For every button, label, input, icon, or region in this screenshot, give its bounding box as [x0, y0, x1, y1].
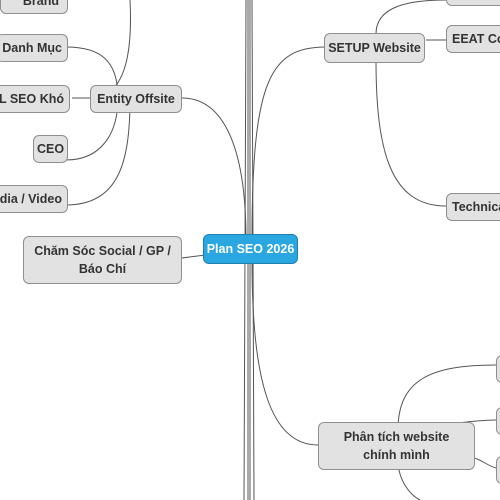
media-video-label: Media / Video	[0, 192, 62, 206]
url-seo-kho-node[interactable]: URL SEO Khó	[0, 85, 70, 113]
analysis-child-1-node[interactable]	[496, 355, 500, 383]
danh-muc-node[interactable]: Danh Mục	[0, 34, 68, 62]
social-gp-press-label: Chăm Sóc Social / GP / Báo Chí	[34, 244, 171, 276]
entity-offsite-node[interactable]: Entity Offsite	[90, 85, 182, 113]
ceo-label: CEO	[36, 142, 65, 156]
media-video-node[interactable]: Media / Video	[0, 185, 68, 213]
social-gp-press-node[interactable]: Chăm Sóc Social / GP / Báo Chí	[23, 236, 182, 284]
url-seo-kho-label: URL SEO Khó	[0, 92, 64, 106]
technical-label: Technica	[452, 200, 500, 214]
ceo-node[interactable]: CEO	[33, 135, 68, 163]
brand-label: Brand	[22, 0, 59, 8]
root-node[interactable]: Plan SEO 2026	[203, 234, 298, 264]
eeat-node[interactable]: EEAT Co	[446, 25, 500, 53]
analysis-child-3-node[interactable]	[496, 456, 500, 484]
brand-node[interactable]: Brand	[0, 0, 68, 14]
analysis-child-2-node[interactable]	[496, 407, 500, 435]
own-website-analysis-label: Phân tích website chính mình	[343, 430, 450, 462]
danh-muc-label: Danh Mục	[2, 41, 62, 55]
root-node-label: Plan SEO 2026	[206, 242, 295, 256]
top-right-cut-node[interactable]	[446, 0, 500, 6]
technical-node[interactable]: Technica	[446, 193, 500, 221]
eeat-label: EEAT Co	[452, 32, 500, 46]
own-website-analysis-node[interactable]: Phân tích website chính mình	[318, 422, 475, 470]
setup-website-label: SETUP Website	[328, 41, 421, 55]
setup-website-node[interactable]: SETUP Website	[324, 33, 425, 63]
entity-offsite-label: Entity Offsite	[97, 92, 175, 106]
